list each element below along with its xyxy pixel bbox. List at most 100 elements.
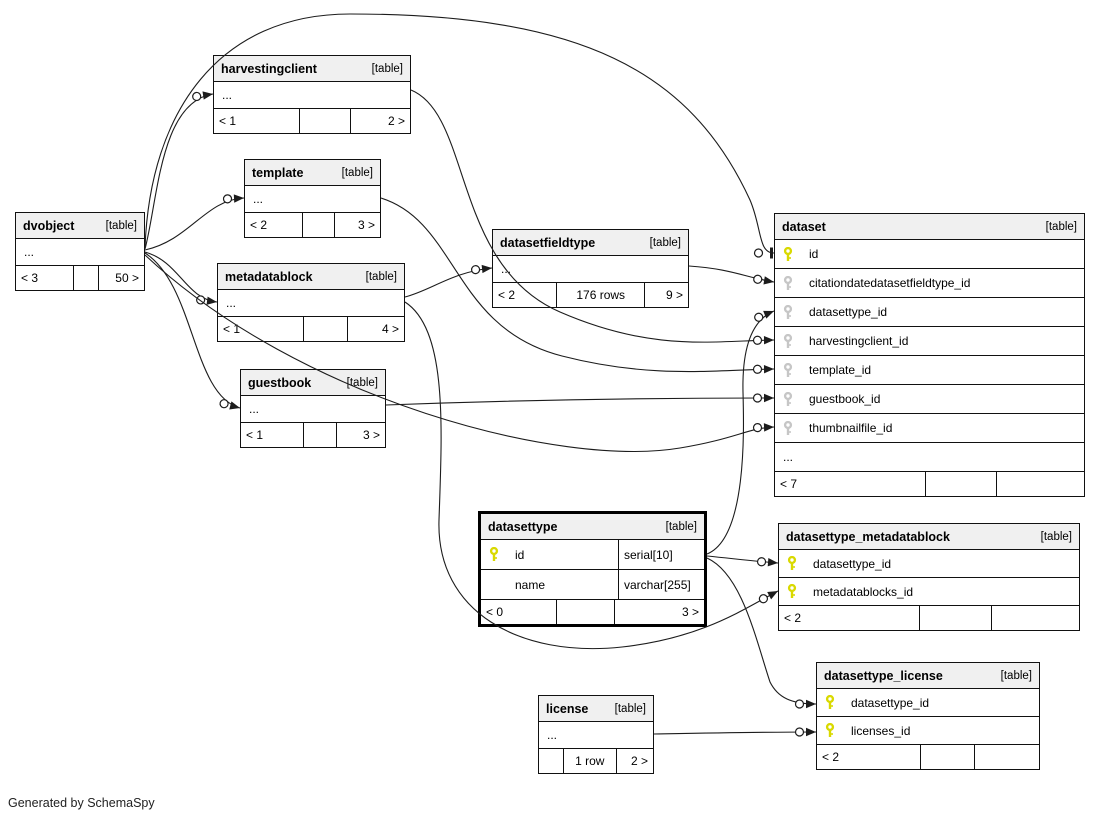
column-type: varchar[255]: [618, 570, 704, 599]
table-tag: [table]: [665, 520, 697, 533]
relationship-edge-guestbook-to-dataset.guestbook_id: [385, 393, 775, 406]
column-label: ...: [547, 728, 558, 742]
table-tag: [table]: [341, 166, 373, 179]
table-header[interactable]: license [table]: [539, 696, 653, 722]
parents-count-cell: < 2: [817, 745, 922, 769]
children-count-cell: 3 >: [681, 605, 699, 619]
rows-count-cell: 1 row: [564, 749, 617, 773]
children-count-cell: 3 >: [362, 428, 380, 442]
table-name[interactable]: license: [546, 701, 589, 716]
table-harvestingclient[interactable]: harvestingclient [table]... < 1 2 >: [213, 55, 411, 134]
table-datasettype_license[interactable]: datasettype_license [table] datasettype_id…: [816, 662, 1040, 770]
children-count-cell: 4 >: [381, 322, 399, 336]
table-name[interactable]: dvobject: [23, 218, 75, 233]
primary-key-icon: [825, 723, 835, 737]
children-count-cell: 2 >: [630, 754, 648, 768]
table-name[interactable]: guestbook: [248, 375, 312, 390]
column-label: name: [515, 577, 546, 592]
table-footer: < 7: [775, 472, 1084, 496]
primary-key-icon: [825, 695, 835, 709]
column-label: thumbnailfile_id: [809, 421, 893, 435]
table-tag: [table]: [614, 702, 646, 715]
column-label: datasettype_id: [809, 305, 888, 319]
table-header[interactable]: datasettype [table]: [481, 514, 704, 540]
foreign-key-icon: [783, 391, 793, 406]
table-header[interactable]: template [table]: [245, 160, 380, 186]
table-header[interactable]: dataset[table]: [775, 214, 1084, 240]
table-name[interactable]: datasettype: [488, 519, 558, 534]
column-label: ...: [222, 88, 233, 102]
columns-ellipsis-row: ...: [245, 186, 380, 213]
rows-count-cell: 176 rows: [557, 283, 646, 307]
foreign-key-icon: [783, 333, 793, 348]
table-footer: < 1 4 >: [218, 317, 404, 341]
column-row-harvestingclient_id: harvestingclient_id: [775, 327, 1084, 356]
rows-count-cell: [926, 472, 998, 496]
table-datasettype_metadatablock[interactable]: datasettype_metadatablock[table]datasett…: [778, 523, 1080, 631]
table-header[interactable]: dvobject[table]: [16, 213, 144, 239]
rows-count-cell: [74, 266, 100, 290]
generated-by-note: Generated by SchemaSpy: [8, 796, 155, 810]
table-name[interactable]: harvestingclient: [221, 61, 317, 76]
table-guestbook[interactable]: guestbook [table]...< 1 3 >: [240, 369, 386, 448]
table-name[interactable]: datasetfieldtype: [500, 235, 596, 250]
column-row-licenses_id: licenses_id: [817, 717, 1039, 745]
children-count-cell: 2 >: [387, 114, 405, 128]
table-name[interactable]: datasettype_license: [824, 668, 943, 683]
table-name[interactable]: template: [252, 165, 304, 180]
columns-ellipsis-row: ...: [493, 256, 688, 283]
column-label: harvestingclient_id: [809, 334, 909, 348]
columns-ellipsis-row: name varchar[255]: [481, 570, 704, 600]
foreign-key-icon: [783, 275, 793, 290]
column-label: id: [515, 547, 525, 562]
table-header[interactable]: metadatablock[table]: [218, 264, 404, 290]
table-footer: < 1 3 >: [241, 423, 385, 447]
columns-ellipsis-row: ...: [539, 722, 653, 749]
column-label: ...: [24, 245, 35, 259]
columns-ellipsis-row: ...: [16, 239, 144, 266]
column-label: datasettype_id: [851, 695, 930, 710]
table-name[interactable]: dataset: [782, 219, 826, 234]
table-header[interactable]: guestbook [table]: [241, 370, 385, 396]
primary-key-icon: [489, 547, 499, 561]
column-label: ...: [253, 192, 264, 206]
table-header[interactable]: datasetfieldtype [table]: [493, 230, 688, 256]
parents-count-cell: < 7: [775, 472, 927, 496]
primary-key-icon: [787, 556, 797, 570]
children-count-cell: [975, 745, 1039, 769]
table-tag: [table]: [346, 376, 378, 389]
primary-key-icon: [787, 584, 797, 598]
table-header[interactable]: datasettype_metadatablock[table]: [779, 524, 1079, 550]
parents-count-cell: < 1: [218, 317, 304, 341]
foreign-key-icon: [783, 304, 793, 319]
parents-count-cell: < 1: [241, 423, 305, 447]
parents-count-cell: < 3: [16, 266, 74, 290]
parents-count-cell: < 1: [214, 109, 301, 133]
columns-ellipsis-row: ...: [775, 443, 1084, 472]
table-name[interactable]: metadatablock: [225, 269, 313, 284]
table-tag: [table]: [1000, 669, 1032, 682]
parents-count-cell: < 0: [481, 600, 557, 624]
table-tag: [table]: [371, 62, 403, 75]
columns-ellipsis-row: ...: [241, 396, 385, 423]
column-row-citationdatedatasetfieldtype_id: citationdatedatasetfieldtype_id: [775, 269, 1084, 298]
table-tag: [table]: [649, 236, 681, 249]
table-license[interactable]: license [table]... 1 row 2 >: [538, 695, 654, 774]
column-row-thumbnailfile_id: thumbnailfile_id: [775, 414, 1084, 443]
rows-count-cell: [303, 213, 336, 237]
column-label: datasettype_id: [813, 556, 892, 571]
column-row-template_id: template_id: [775, 356, 1084, 385]
table-header[interactable]: harvestingclient [table]: [214, 56, 410, 82]
table-header[interactable]: datasettype_license [table]: [817, 663, 1039, 689]
table-footer: < 2: [817, 745, 1039, 769]
table-name[interactable]: datasettype_metadatablock: [786, 529, 950, 544]
column-label: template_id: [809, 363, 872, 377]
